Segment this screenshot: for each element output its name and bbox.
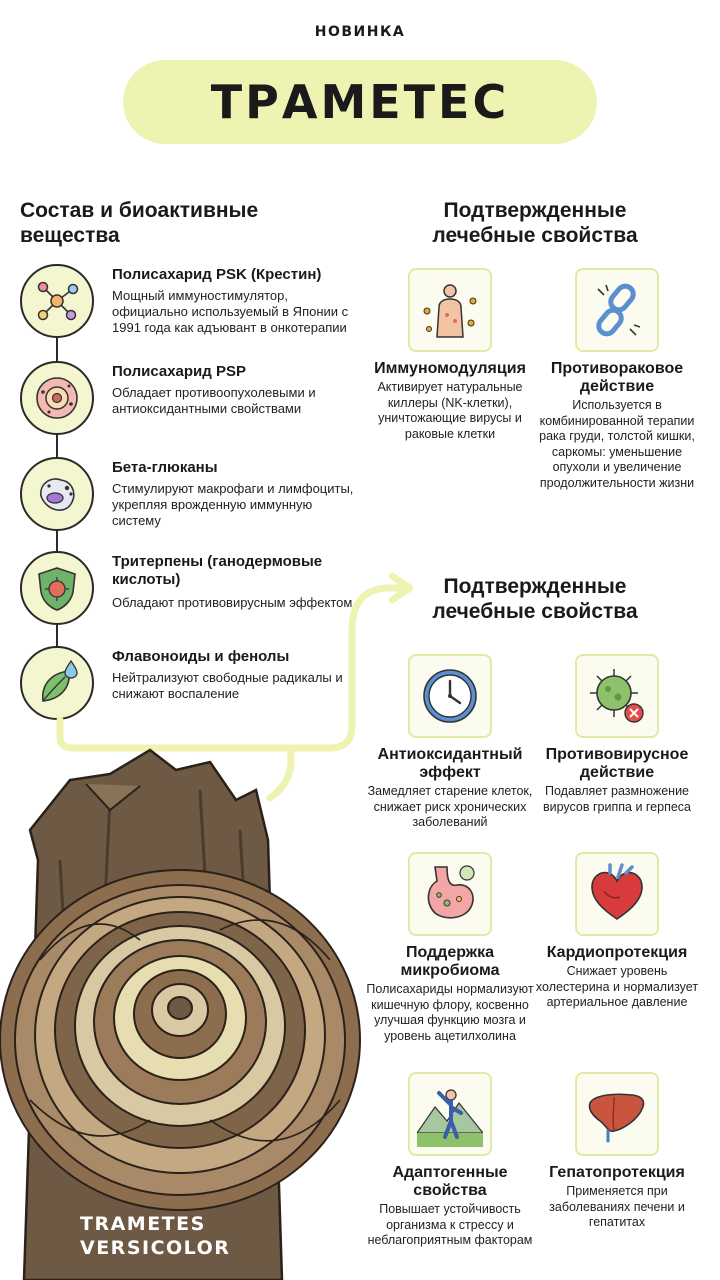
composition-item-beta-glucans: Бета-глюканы Стимулируют макрофаги и лим… (20, 457, 360, 537)
property-anticancer: Противораковое действие Используется в к… (532, 268, 702, 491)
composition-item-desc: Мощный иммуностимулятор, официально испо… (112, 288, 349, 335)
page-title: ТРАМЕТЕС (210, 75, 510, 129)
property-title: Антиоксидантный эффект (377, 746, 523, 781)
mushroom-latin-name: TRAMETES VERSICOLOR (80, 1212, 290, 1260)
latin-line-1: TRAMETES (80, 1213, 206, 1235)
property-adaptogenic: Адаптогенные свойства Повышает устойчиво… (365, 1072, 535, 1249)
macrophage-icon (20, 457, 94, 531)
heart-icon (575, 852, 659, 936)
property-desc: Подавляет размножение вирусов гриппа и г… (542, 784, 692, 814)
property-antiviral: Противовирусное действие Подавляет размн… (532, 654, 702, 815)
liver-icon (575, 1072, 659, 1156)
composition-item-title: Бета-глюканы (112, 459, 218, 476)
property-desc: Повышает устойчивость организма к стресс… (367, 1202, 533, 1247)
property-title: Иммуномодуляция (374, 360, 526, 377)
composition-item-desc: Обладает противоопухолевыми и антиоксида… (112, 385, 316, 416)
header-kicker: НОВИНКА (314, 24, 406, 40)
composition-item-desc: Стимулируют макрофаги и лимфоциты, укреп… (112, 481, 354, 528)
property-antioxidant: Антиоксидантный эффект Замедляет старени… (365, 654, 535, 831)
composition-item-desc: Нейтрализуют свободные радикалы и снижаю… (112, 670, 343, 701)
property-desc: Полисахариды нормализуют кишечную флору,… (366, 982, 534, 1043)
property-desc: Активирует натуральные киллеры (NK-клетк… (377, 380, 523, 441)
molecule-icon (20, 264, 94, 338)
composition-title: Состав и биоактивные вещества (20, 199, 259, 247)
composition-item-desc: Обладают противовирусным эффектом (112, 595, 353, 610)
latin-line-2: VERSICOLOR (80, 1237, 231, 1259)
composition-item-psk: Полисахарид PSK (Крестин) Мощный иммунос… (20, 264, 360, 344)
property-desc: Замедляет старение клеток, снижает риск … (367, 784, 533, 829)
properties2-title: Подтвержденные лечебные свойства (432, 575, 638, 623)
composition-item-psp: Полисахарид PSP Обладает противоопухолев… (20, 361, 360, 441)
property-hepatoprotection: Гепатопротекция Применяется при заболева… (532, 1072, 702, 1231)
composition-item-title: Флавоноиды и фенолы (112, 648, 290, 665)
stretching-person-icon (408, 1072, 492, 1156)
title-pill: ТРАМЕТЕС (123, 60, 597, 144)
leaf-drop-icon (20, 646, 94, 720)
shield-virus-icon (20, 551, 94, 625)
property-title: Противораковое действие (550, 360, 684, 395)
stomach-icon (408, 852, 492, 936)
property-title: Гепатопротекция (549, 1164, 685, 1181)
property-microbiome: Поддержка микробиома Полисахариды нормал… (365, 852, 535, 1044)
property-immunomodulation: Иммуномодуляция Активирует натуральные к… (365, 268, 535, 442)
properties1-title: Подтвержденные лечебные свойства (432, 199, 638, 247)
composition-item-title: Тритерпены (ганодермовые кислоты) (112, 553, 323, 588)
property-desc: Применяется при заболеваниях печени и ге… (549, 1184, 685, 1229)
property-desc: Используется в комбинированной терапии р… (539, 398, 695, 490)
clock-icon (408, 654, 492, 738)
property-desc: Снижает уровень холестерина и нормализуе… (535, 964, 699, 1009)
property-title: Поддержка микробиома (400, 944, 500, 979)
cell-icon (20, 361, 94, 435)
composition-item-title: Полисахарид PSP (112, 363, 246, 380)
composition-item-title: Полисахарид PSK (Крестин) (112, 266, 322, 283)
mushroom-illustration (0, 748, 361, 1280)
property-title: Адаптогенные свойства (392, 1164, 508, 1199)
property-title: Противовирусное действие (545, 746, 689, 781)
composition-item-triterpenes: Тритерпены (ганодермовые кислоты) Облада… (20, 551, 360, 631)
connector-arrow (56, 572, 414, 802)
property-cardioprotection: Кардиопротекция Снижает уровень холестер… (532, 852, 702, 1011)
property-title: Кардиопротекция (546, 944, 688, 961)
broken-chain-icon (575, 268, 659, 352)
body-immunity-icon (408, 268, 492, 352)
virus-icon (575, 654, 659, 738)
composition-item-flavonoids: Флавоноиды и фенолы Нейтрализуют свободн… (20, 646, 360, 726)
